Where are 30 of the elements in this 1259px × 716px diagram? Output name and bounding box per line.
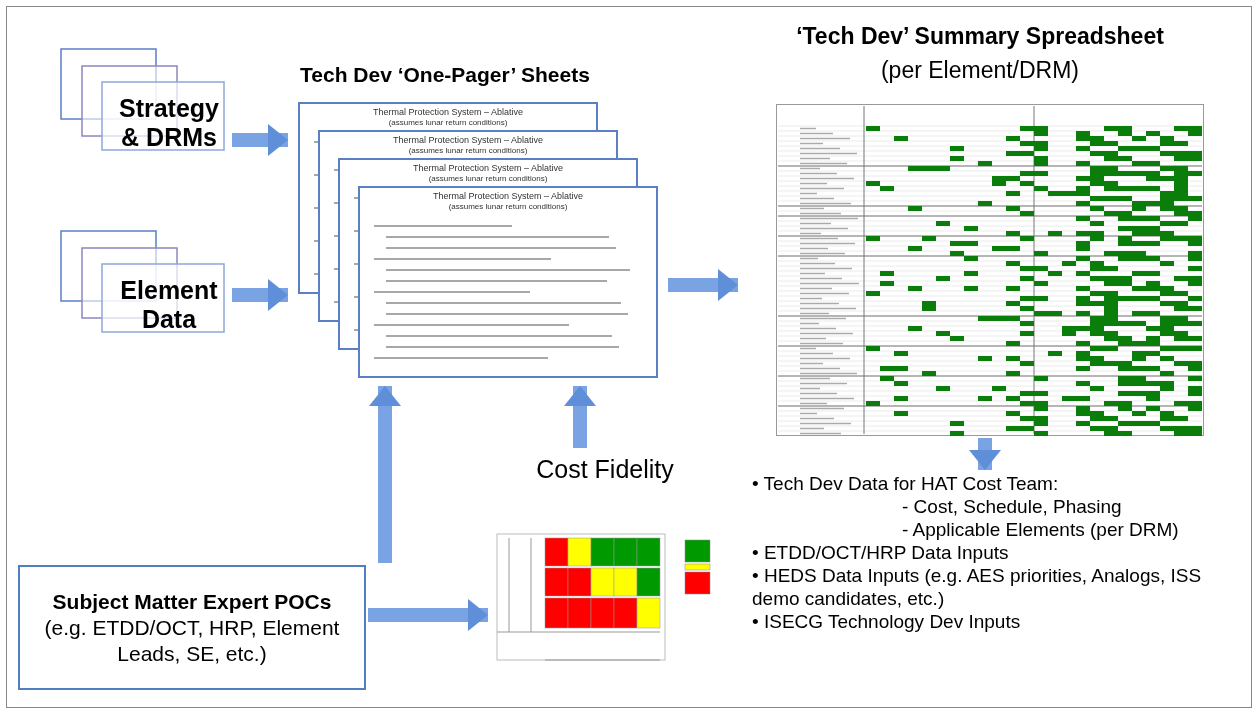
- section-heading: Cost Fidelity: [535, 454, 675, 484]
- sheet-subtitle: (assumes lunar return conditions): [407, 146, 529, 156]
- bullet-text: - Cost, Schedule, Phasing: [901, 495, 1123, 518]
- sheet-title: Thermal Protection System – Ablative: [431, 191, 585, 202]
- sheet-title: Thermal Protection System – Ablative: [371, 107, 525, 118]
- sheet-title: Thermal Protection System – Ablative: [391, 135, 545, 146]
- stack-label: Element Data: [119, 276, 219, 334]
- block-arrow: [668, 269, 738, 301]
- block-arrow: [232, 124, 288, 156]
- bullet-text: • ETDD/OCT/HRP Data Inputs: [752, 541, 1010, 564]
- bullet-text: • ISECG Technology Dev Inputs: [752, 610, 1022, 633]
- box-body: (e.g. ETDD/OCT, HRP, Element Leads, SE, etc.): [43, 614, 341, 667]
- bullet-text: • HEDS Data Inputs (e.g. AES priorities, Analogs, ISS demo candidates, etc.): [752, 564, 1203, 610]
- sheet-title: Thermal Protection System – Ablative: [411, 163, 565, 174]
- section-heading: ‘Tech Dev’ Summary Spreadsheet: [795, 22, 1165, 50]
- bullet-text: - Applicable Elements (per DRM): [901, 518, 1180, 541]
- bullet-text: • Tech Dev Data for HAT Cost Team:: [752, 472, 1060, 495]
- section-heading: Tech Dev ‘One-Pager’ Sheets: [300, 62, 590, 88]
- box-title: Subject Matter Expert POCs: [52, 588, 332, 615]
- section-subheading: (per Element/DRM): [879, 56, 1081, 84]
- block-arrow: [232, 279, 288, 311]
- block-arrow: [564, 386, 596, 448]
- stack-label: Strategy & DRMs: [117, 94, 220, 152]
- sheet-subtitle: (assumes lunar return conditions): [427, 174, 549, 184]
- sheet-subtitle: (assumes lunar return conditions): [387, 118, 509, 128]
- block-arrow: [368, 599, 488, 631]
- block-arrow: [969, 438, 1001, 470]
- block-arrow: [369, 386, 401, 563]
- sheet-subtitle: (assumes lunar return conditions): [447, 202, 569, 212]
- source-box: [18, 565, 366, 690]
